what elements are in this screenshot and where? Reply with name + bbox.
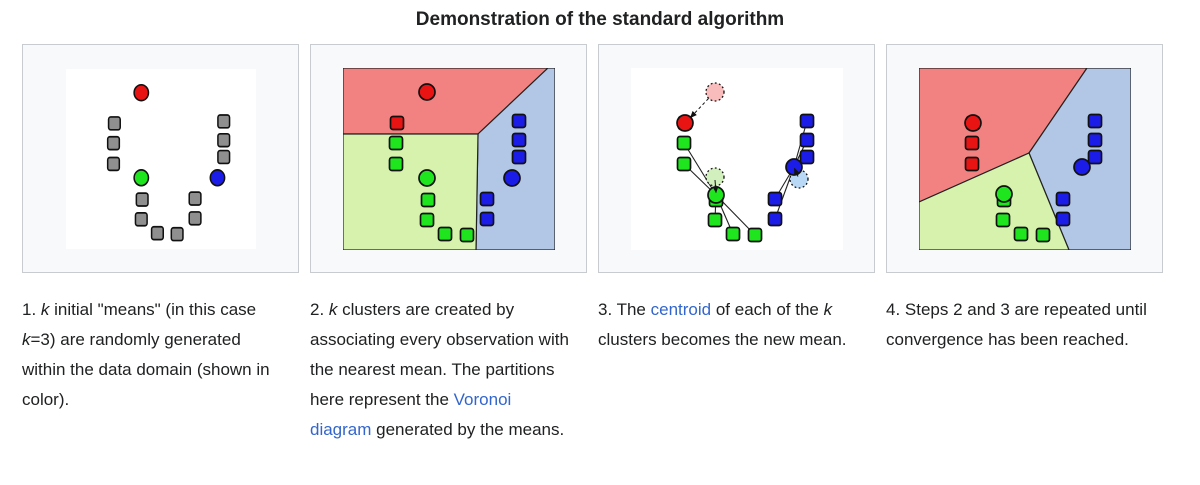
observation-square-gray bbox=[216, 149, 230, 164]
caption-step-3: 3. The centroid of each of the k cluster… bbox=[598, 295, 875, 445]
observation-square-gray bbox=[216, 113, 230, 129]
step-1-image[interactable] bbox=[65, 68, 256, 249]
observation-square-green bbox=[1013, 226, 1028, 241]
observation-square-gray bbox=[187, 190, 202, 206]
mean-circle-blue bbox=[784, 157, 803, 176]
observation-square-blue bbox=[479, 191, 494, 206]
observation-square-green bbox=[725, 226, 740, 241]
mean-circle-red bbox=[675, 113, 694, 132]
gallery-box-step-1 bbox=[22, 44, 299, 273]
observation-square-green bbox=[388, 156, 403, 171]
observation-square-green bbox=[1035, 227, 1050, 242]
gallery-box-step-4 bbox=[886, 44, 1163, 273]
observation-square-green bbox=[995, 212, 1010, 227]
mean-circle-blue bbox=[209, 168, 225, 187]
caption-italic-term: k bbox=[823, 300, 833, 319]
mean-circle-green bbox=[417, 168, 436, 187]
caption-text: of each of the bbox=[711, 300, 824, 319]
observation-square-red bbox=[389, 115, 404, 130]
kmeans-demonstration-figure: Demonstration of the standard algorithm … bbox=[22, 9, 1200, 445]
observation-square-blue bbox=[799, 149, 814, 164]
observation-square-green bbox=[459, 227, 474, 242]
mean-shift-arrow bbox=[712, 179, 718, 193]
mean-circle-green bbox=[994, 184, 1013, 203]
caption-text: 4. Steps 2 and 3 are repeated until conv… bbox=[886, 300, 1147, 349]
gallery-row bbox=[22, 44, 1200, 273]
mean-circle-green bbox=[132, 168, 149, 187]
observation-square-blue bbox=[479, 211, 494, 226]
observation-square-blue bbox=[767, 191, 782, 206]
figure-title: Demonstration of the standard algorithm bbox=[415, 9, 785, 30]
mean-circle-blue bbox=[1072, 157, 1091, 176]
caption-italic-term: k bbox=[40, 300, 50, 319]
observation-square-gray bbox=[106, 135, 120, 150]
caption-text: clusters are created by associating ever… bbox=[310, 300, 569, 409]
caption-text: generated by the means. bbox=[371, 420, 565, 439]
caption-step-2: 2. k clusters are created by associating… bbox=[310, 295, 587, 445]
caption-text: 3. The bbox=[598, 300, 651, 319]
caption-step-1: 1. k initial "means" (in this case k=3) … bbox=[22, 295, 299, 445]
gallery-box-step-3 bbox=[598, 44, 875, 273]
mean-circle-red bbox=[417, 82, 436, 101]
caption-text: 1. bbox=[22, 300, 41, 319]
observation-square-red bbox=[964, 156, 979, 171]
observation-square-gray bbox=[170, 226, 184, 241]
caption-text: =3) are randomly generated within the da… bbox=[22, 330, 270, 409]
observation-square-green bbox=[388, 135, 403, 150]
mean-circle-red bbox=[963, 113, 982, 132]
mean-shift-arrow bbox=[793, 167, 800, 177]
caption-italic-term: k bbox=[22, 330, 31, 349]
caption-step-4: 4. Steps 2 and 3 are repeated until conv… bbox=[886, 295, 1163, 445]
observation-square-blue bbox=[511, 113, 526, 128]
caption-text: 2. bbox=[310, 300, 329, 319]
observation-square-red bbox=[964, 135, 979, 150]
observation-square-blue bbox=[1087, 113, 1102, 128]
observation-square-gray bbox=[106, 156, 120, 171]
observation-square-blue bbox=[511, 132, 526, 147]
gallery-box-step-2 bbox=[310, 44, 587, 273]
observation-square-blue bbox=[767, 211, 782, 226]
observation-square-green bbox=[420, 192, 435, 207]
link-voronoi-diagram[interactable]: Voronoi diagram bbox=[310, 390, 512, 439]
observation-square-green bbox=[747, 227, 762, 242]
assignment-line bbox=[683, 142, 716, 195]
caption-text: clusters becomes the new mean. bbox=[598, 330, 847, 349]
link-centroid[interactable]: centroid bbox=[650, 300, 712, 319]
observation-square-blue bbox=[799, 132, 814, 147]
mean-shift-arrow bbox=[689, 97, 709, 118]
caption-italic-term: k bbox=[328, 300, 338, 319]
observation-square-blue bbox=[799, 113, 814, 128]
step-4-image[interactable] bbox=[918, 67, 1131, 250]
observation-square-green bbox=[676, 135, 691, 150]
step-2-image[interactable] bbox=[342, 67, 555, 250]
observation-square-blue bbox=[511, 149, 526, 164]
observation-square-blue bbox=[1055, 211, 1070, 226]
observation-square-green bbox=[437, 226, 452, 241]
observation-square-gray bbox=[134, 211, 148, 227]
observation-square-gray bbox=[150, 225, 164, 240]
observation-square-gray bbox=[135, 191, 149, 207]
voronoi-region-green bbox=[918, 151, 1070, 250]
mean-circle-red bbox=[132, 83, 149, 101]
observation-square-green bbox=[707, 212, 722, 227]
observation-square-blue bbox=[1087, 132, 1102, 147]
caption-row: 1. k initial "means" (in this case k=3) … bbox=[22, 295, 1200, 445]
voronoi-region-green bbox=[342, 132, 479, 250]
mean-circle-blue bbox=[502, 168, 521, 187]
old-mean-circle-red bbox=[704, 81, 725, 102]
observation-square-gray bbox=[107, 115, 121, 131]
caption-text: initial "means" (in this case bbox=[49, 300, 257, 319]
observation-square-gray bbox=[216, 132, 230, 147]
observation-square-gray bbox=[187, 210, 202, 226]
observation-square-blue bbox=[1087, 149, 1102, 164]
observation-square-blue bbox=[1055, 191, 1070, 206]
step-3-image[interactable] bbox=[630, 67, 843, 250]
observation-square-green bbox=[419, 212, 434, 227]
observation-square-green bbox=[676, 156, 691, 171]
